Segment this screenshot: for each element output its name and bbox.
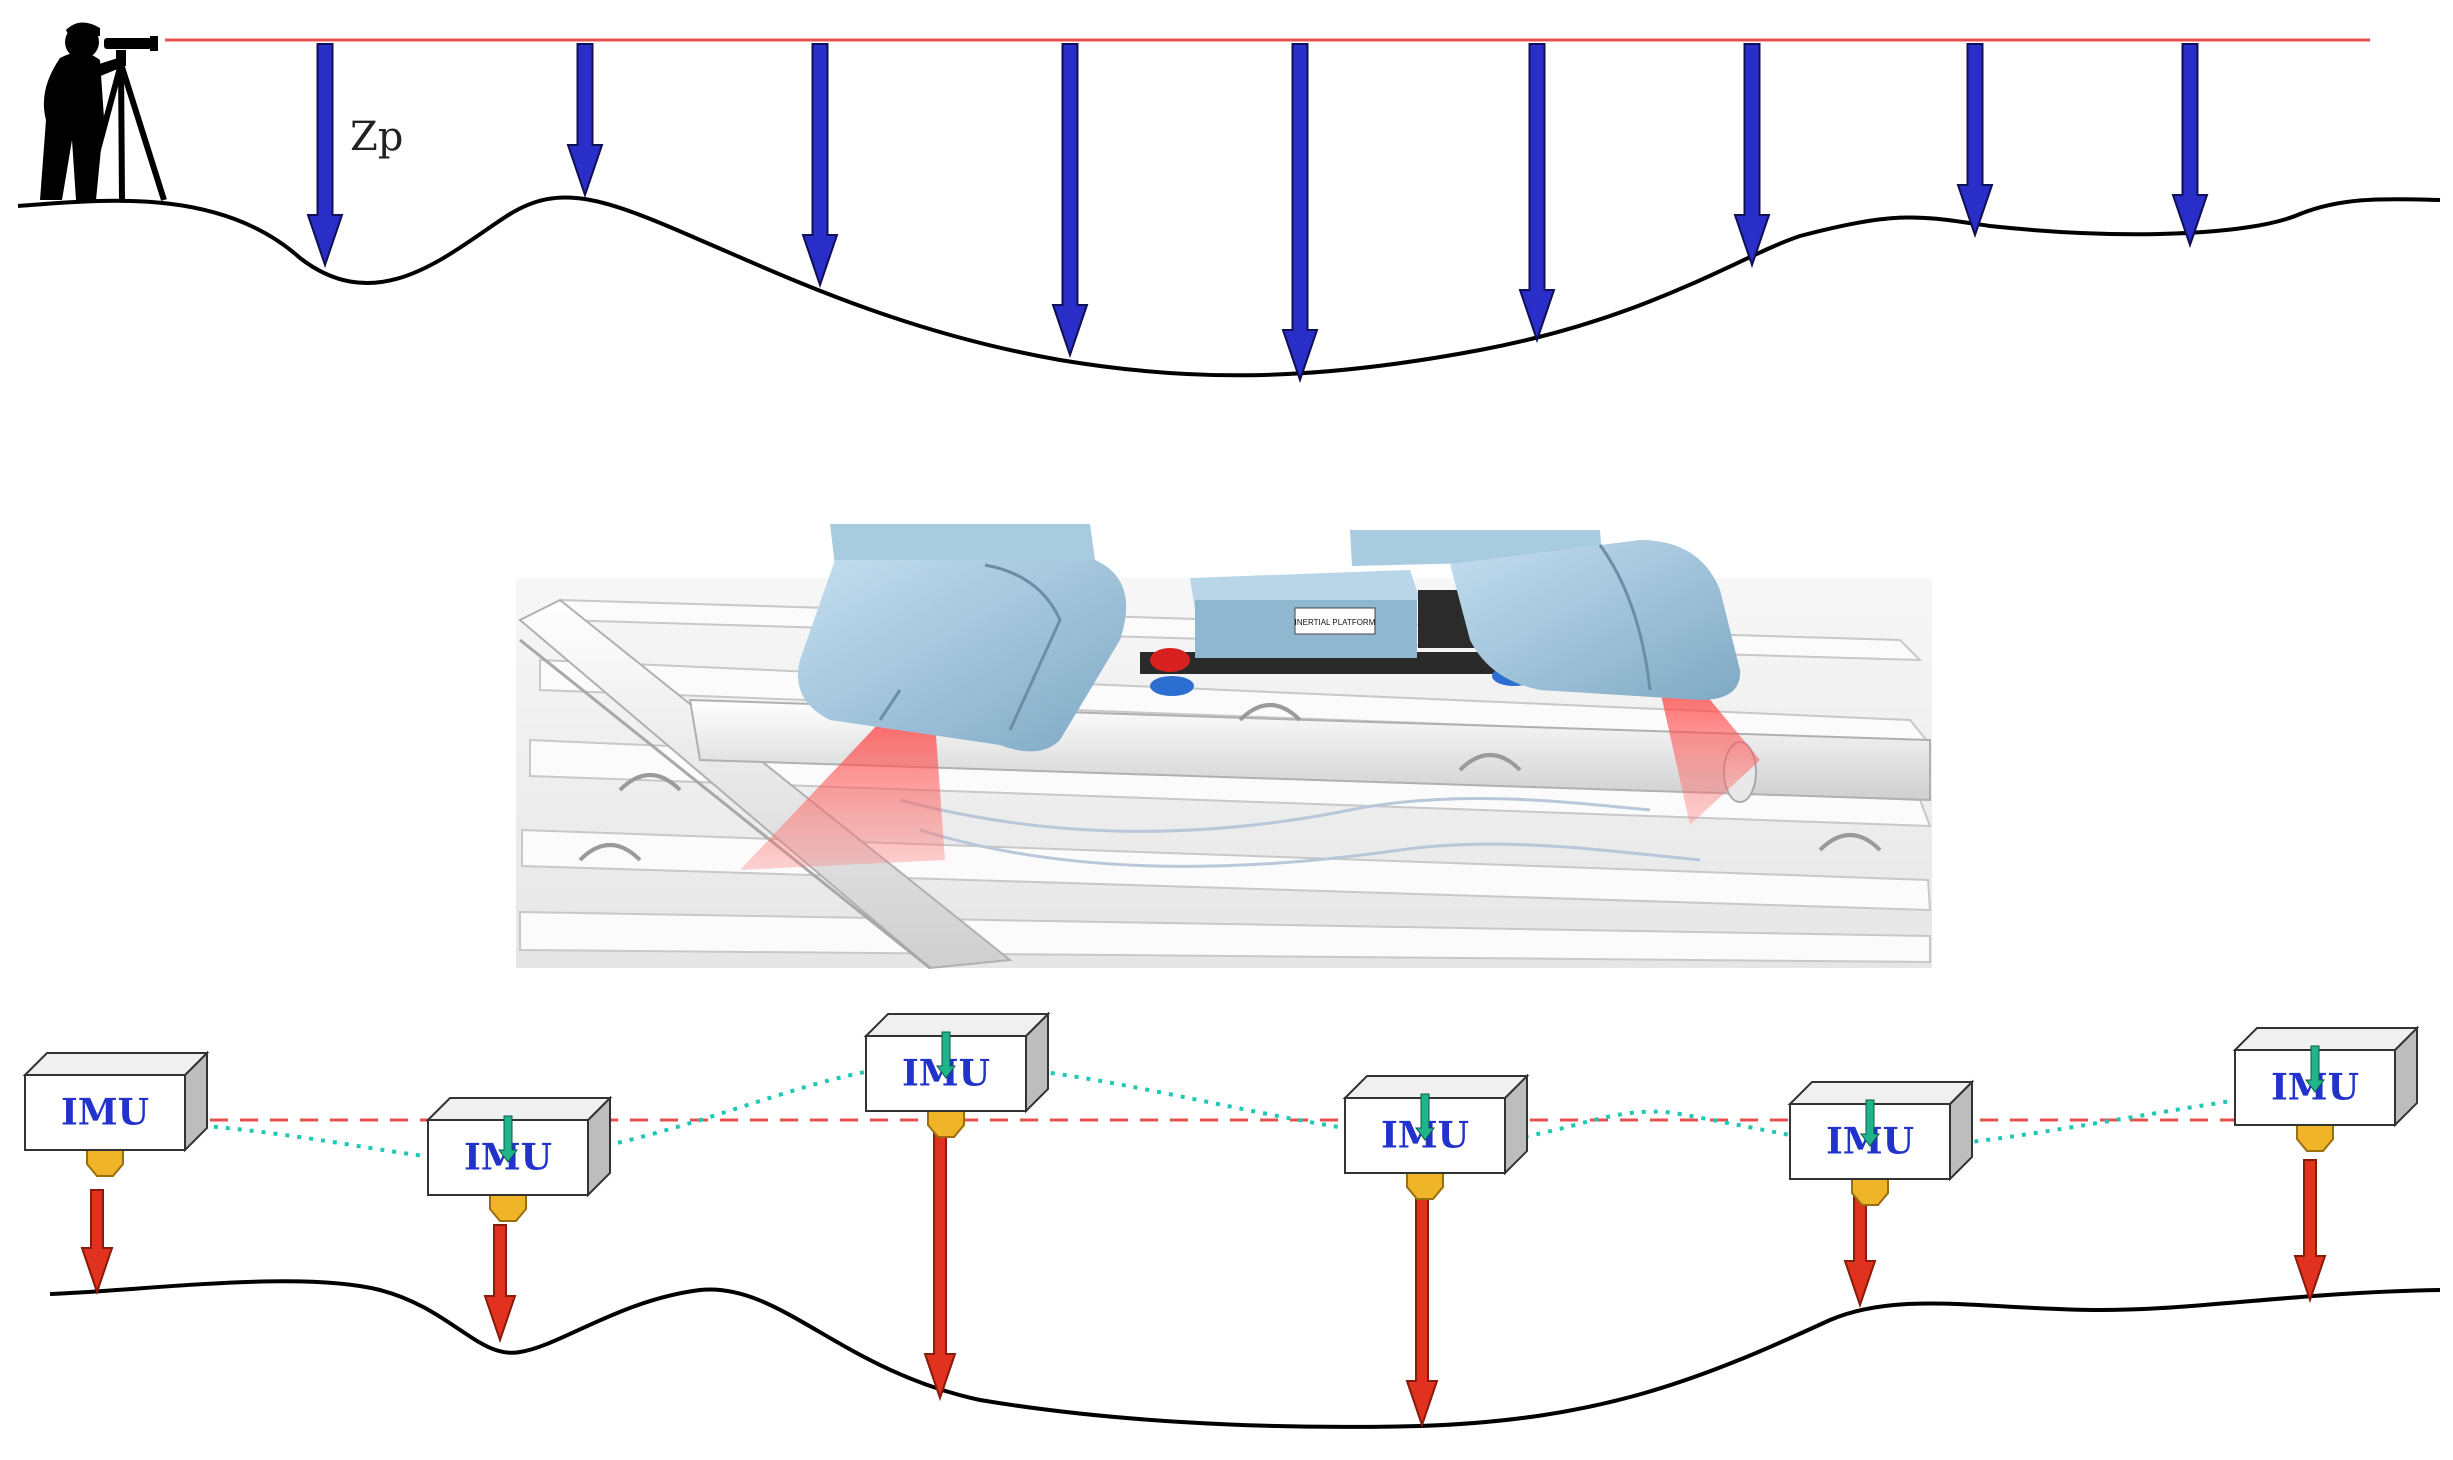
measurement-arrow (80, 1189, 114, 1296)
laser-sensor-icon (798, 524, 1127, 752)
down-arrow (1051, 43, 1089, 359)
terrain-profile (17, 195, 2441, 378)
laser-sensor-icon (1350, 530, 1741, 700)
measurement-arrow (923, 1111, 957, 1402)
down-arrow (1281, 43, 1319, 384)
imu-offset-arrow (1415, 1093, 1435, 1141)
rail-clips (578, 703, 1882, 862)
track-profile-curves (899, 796, 1701, 868)
top-panel: Zp (17, 22, 2441, 384)
imu-box: IMU (1787, 1079, 1975, 1206)
imu-mount (86, 1149, 124, 1177)
middle-panel: INERTIAL PLATFORM (516, 524, 1932, 970)
imu-trajectory (69, 1061, 2311, 1164)
measurement-arrow (1405, 1189, 1439, 1429)
imu-offset-arrow (1860, 1099, 1880, 1147)
imu-box: IMU (863, 1011, 1051, 1138)
down-arrow (1956, 43, 1994, 239)
surveyor-with-level-icon (40, 22, 167, 203)
imu-units: IMU IMU IMU IMU IMU IMU (22, 1011, 2420, 1222)
imu-mount (2296, 1124, 2334, 1152)
down-arrow (306, 43, 344, 269)
measurement-arrow (483, 1224, 517, 1344)
zp-label: Zp (350, 114, 403, 160)
down-arrow (801, 43, 839, 289)
imu-mount (1406, 1172, 1444, 1200)
device-plate-text: INERTIAL PLATFORM (1295, 618, 1376, 627)
down-arrow (1733, 43, 1771, 269)
laser-beams (740, 690, 1760, 870)
measurement-arrow (2293, 1159, 2327, 1304)
imu-box: IMU (425, 1095, 613, 1222)
measurement-arrow (1843, 1194, 1877, 1309)
imu-box: IMU (2232, 1025, 2420, 1152)
bottom-terrain-profile (49, 1279, 2441, 1429)
bottom-arrow-group (80, 1111, 2327, 1429)
imu-offset-arrow (2305, 1045, 2325, 1093)
down-arrow (2171, 43, 2209, 249)
imu-box: IMU (22, 1050, 210, 1177)
imu-box: IMU (1342, 1073, 1530, 1200)
down-arrow (566, 43, 604, 199)
top-arrow-group (306, 43, 2209, 384)
laser-beam-left (740, 722, 945, 870)
imu-label: IMU (61, 1092, 149, 1134)
laser-beam-right (1660, 690, 1760, 825)
imu-mount (489, 1194, 527, 1222)
inertial-platform-box: INERTIAL PLATFORM (1190, 570, 1508, 658)
down-arrow (1518, 43, 1556, 344)
imu-offset-arrow (936, 1031, 956, 1079)
imu-offset-arrow (498, 1115, 518, 1163)
bottom-panel: IMU IMU IMU IMU IMU IMU (22, 1011, 2441, 1429)
